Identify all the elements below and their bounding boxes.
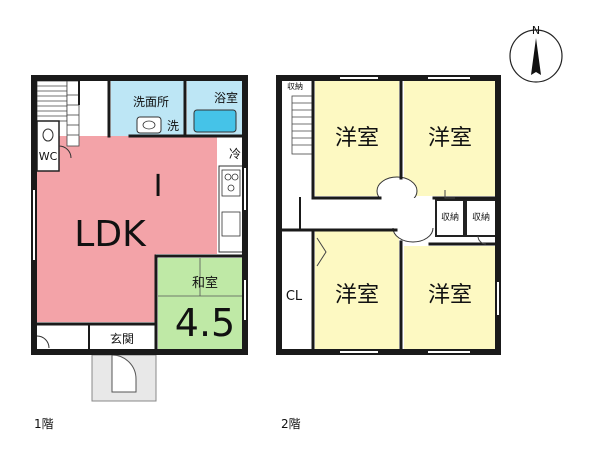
floor2-caption: 2階 xyxy=(281,416,301,431)
entrance-door-swing xyxy=(111,354,137,393)
ldk-area xyxy=(37,136,217,322)
storage-right xyxy=(465,199,497,237)
door-swing xyxy=(477,235,487,245)
washbasin-bowl xyxy=(142,120,156,130)
floor1-caption: 1階 xyxy=(34,416,54,431)
compass: N xyxy=(509,24,563,83)
label-washitsu-size: 4.5 xyxy=(175,301,235,345)
label-wash: 洗 xyxy=(167,119,179,133)
label-fridge: 冷 xyxy=(229,147,241,161)
label-storage-top: 収納 xyxy=(287,81,303,91)
toilet-icon xyxy=(42,128,54,142)
label-wc: WC xyxy=(39,150,58,163)
stove-icon xyxy=(221,169,241,197)
western-room-ne xyxy=(404,81,496,196)
door-swing xyxy=(444,190,455,199)
floor2-walls xyxy=(276,75,501,355)
compass-north-label: N xyxy=(532,24,540,37)
door-swing xyxy=(58,145,72,159)
closet-area xyxy=(281,232,311,349)
bathtub xyxy=(193,109,237,133)
label-washitsu: 和室 xyxy=(192,275,218,291)
label-western-ne: 洋室 xyxy=(428,126,472,151)
storage-left xyxy=(435,199,465,237)
western-room-sw xyxy=(315,230,399,349)
label-washroom: 洗面所 xyxy=(133,95,169,109)
closet-door xyxy=(316,237,327,267)
label-closet: CL xyxy=(286,289,303,304)
western-room-se xyxy=(404,246,496,349)
label-storage-left: 収納 xyxy=(441,211,459,223)
label-western-nw: 洋室 xyxy=(335,126,379,151)
label-bath: 浴室 xyxy=(214,90,238,105)
label-western-se: 洋室 xyxy=(428,283,472,308)
label-western-sw: 洋室 xyxy=(335,283,379,308)
washbasin-icon xyxy=(136,116,162,134)
sink-icon xyxy=(221,211,241,237)
label-ldk-letter: I xyxy=(154,169,163,204)
label-entrance: 玄関 xyxy=(110,331,134,346)
windows-1f xyxy=(33,168,246,320)
windows-2f xyxy=(340,77,499,353)
compass-needle-icon xyxy=(531,38,541,75)
western-room-nw xyxy=(315,81,399,196)
entrance-area xyxy=(89,326,155,352)
door-swing xyxy=(36,335,50,349)
floor-1: 洗面所 浴室 WC 洗 冷 I LDK 和室 4.5 玄関 1階 xyxy=(31,75,248,431)
hallway xyxy=(300,198,434,228)
label-ldk: LDK xyxy=(74,214,147,255)
stairs-2f xyxy=(291,95,313,155)
label-storage-right: 収納 xyxy=(472,211,490,223)
kitchen-counter xyxy=(218,165,244,253)
floor-2: 収納 洋室 洋室 洋室 洋室 CL 収納 収納 2階 xyxy=(276,75,501,431)
compass-ring xyxy=(509,29,563,83)
